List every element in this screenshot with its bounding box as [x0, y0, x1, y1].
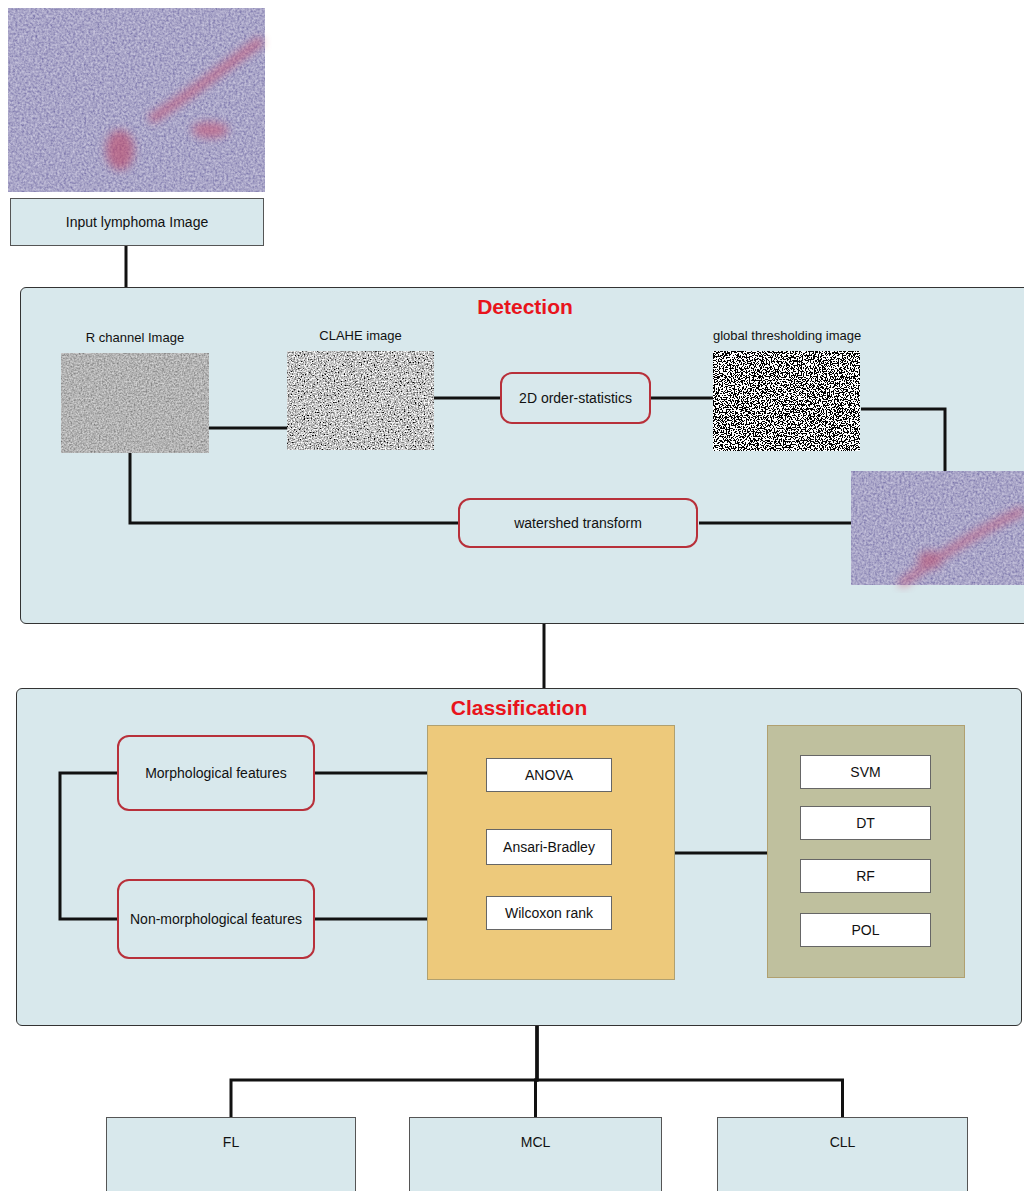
image-panel: R channel Image: [61, 330, 209, 453]
class-box: CLL: [717, 1117, 968, 1191]
node-label: CLL: [830, 1134, 856, 1151]
test-box: Wilcoxon rank: [486, 896, 612, 930]
node-label: Ansari-Bradley: [503, 839, 595, 856]
connector: [231, 1026, 537, 1117]
classification-panel: ClassificationMorphological featuresNon-…: [16, 688, 1022, 1026]
node-label: CLAHE image: [287, 328, 434, 344]
classifier-box: RF: [800, 859, 931, 893]
micrograph: [713, 351, 860, 451]
classifier-box: DT: [800, 806, 931, 840]
detection-panel: Detection R channel Image CLAHE image 2D or…: [20, 287, 1024, 624]
feature-box: Morphological features: [117, 735, 315, 811]
test-box: ANOVA: [486, 758, 612, 792]
process-box: 2D order-statistics: [500, 372, 651, 424]
node-label: Input lymphoma Image: [66, 214, 208, 231]
micrograph: [287, 351, 434, 450]
process-box: watershed transform: [458, 498, 698, 548]
node-label: MCL: [521, 1134, 551, 1151]
node-label: ANOVA: [525, 767, 573, 784]
classifier-box: SVM: [800, 755, 931, 789]
group-panel: SVM DT RF POL: [767, 725, 965, 978]
panel-title: Classification: [17, 695, 1021, 720]
node-label: Morphological features: [145, 765, 287, 782]
classifier-box: POL: [800, 913, 931, 947]
node-label: RF: [856, 868, 875, 885]
node-label: POL: [851, 922, 879, 939]
group-panel: ANOVA Ansari-BradleyWilcoxon rank: [427, 725, 675, 980]
node-label: Non-morphological features: [130, 911, 302, 928]
node-label: Wilcoxon rank: [505, 905, 593, 922]
node-label: DT: [856, 815, 875, 832]
node-label: 2D order-statistics: [519, 390, 632, 407]
node-label: watershed transform: [514, 515, 642, 532]
connector: [125, 246, 128, 287]
node-label: R channel Image: [61, 330, 209, 346]
panel-title: Detection: [21, 294, 1024, 319]
connector: [536, 1026, 538, 1117]
input-caption-box: Input lymphoma Image: [10, 198, 264, 246]
node-label: SVM: [850, 764, 880, 781]
image-panel: CLAHE image: [287, 328, 434, 450]
micrograph: [61, 353, 209, 453]
class-box: MCL: [409, 1117, 662, 1191]
test-box: Ansari-Bradley: [486, 829, 612, 865]
input-micrograph: [8, 8, 265, 192]
connector: [543, 624, 546, 688]
image-panel: global thresholding image: [713, 328, 860, 451]
connector: [537, 1026, 843, 1117]
node-label: FL: [223, 1134, 239, 1151]
feature-box: Non-morphological features: [117, 879, 315, 959]
class-box: FL: [106, 1117, 356, 1191]
node-label: global thresholding image: [713, 328, 860, 344]
